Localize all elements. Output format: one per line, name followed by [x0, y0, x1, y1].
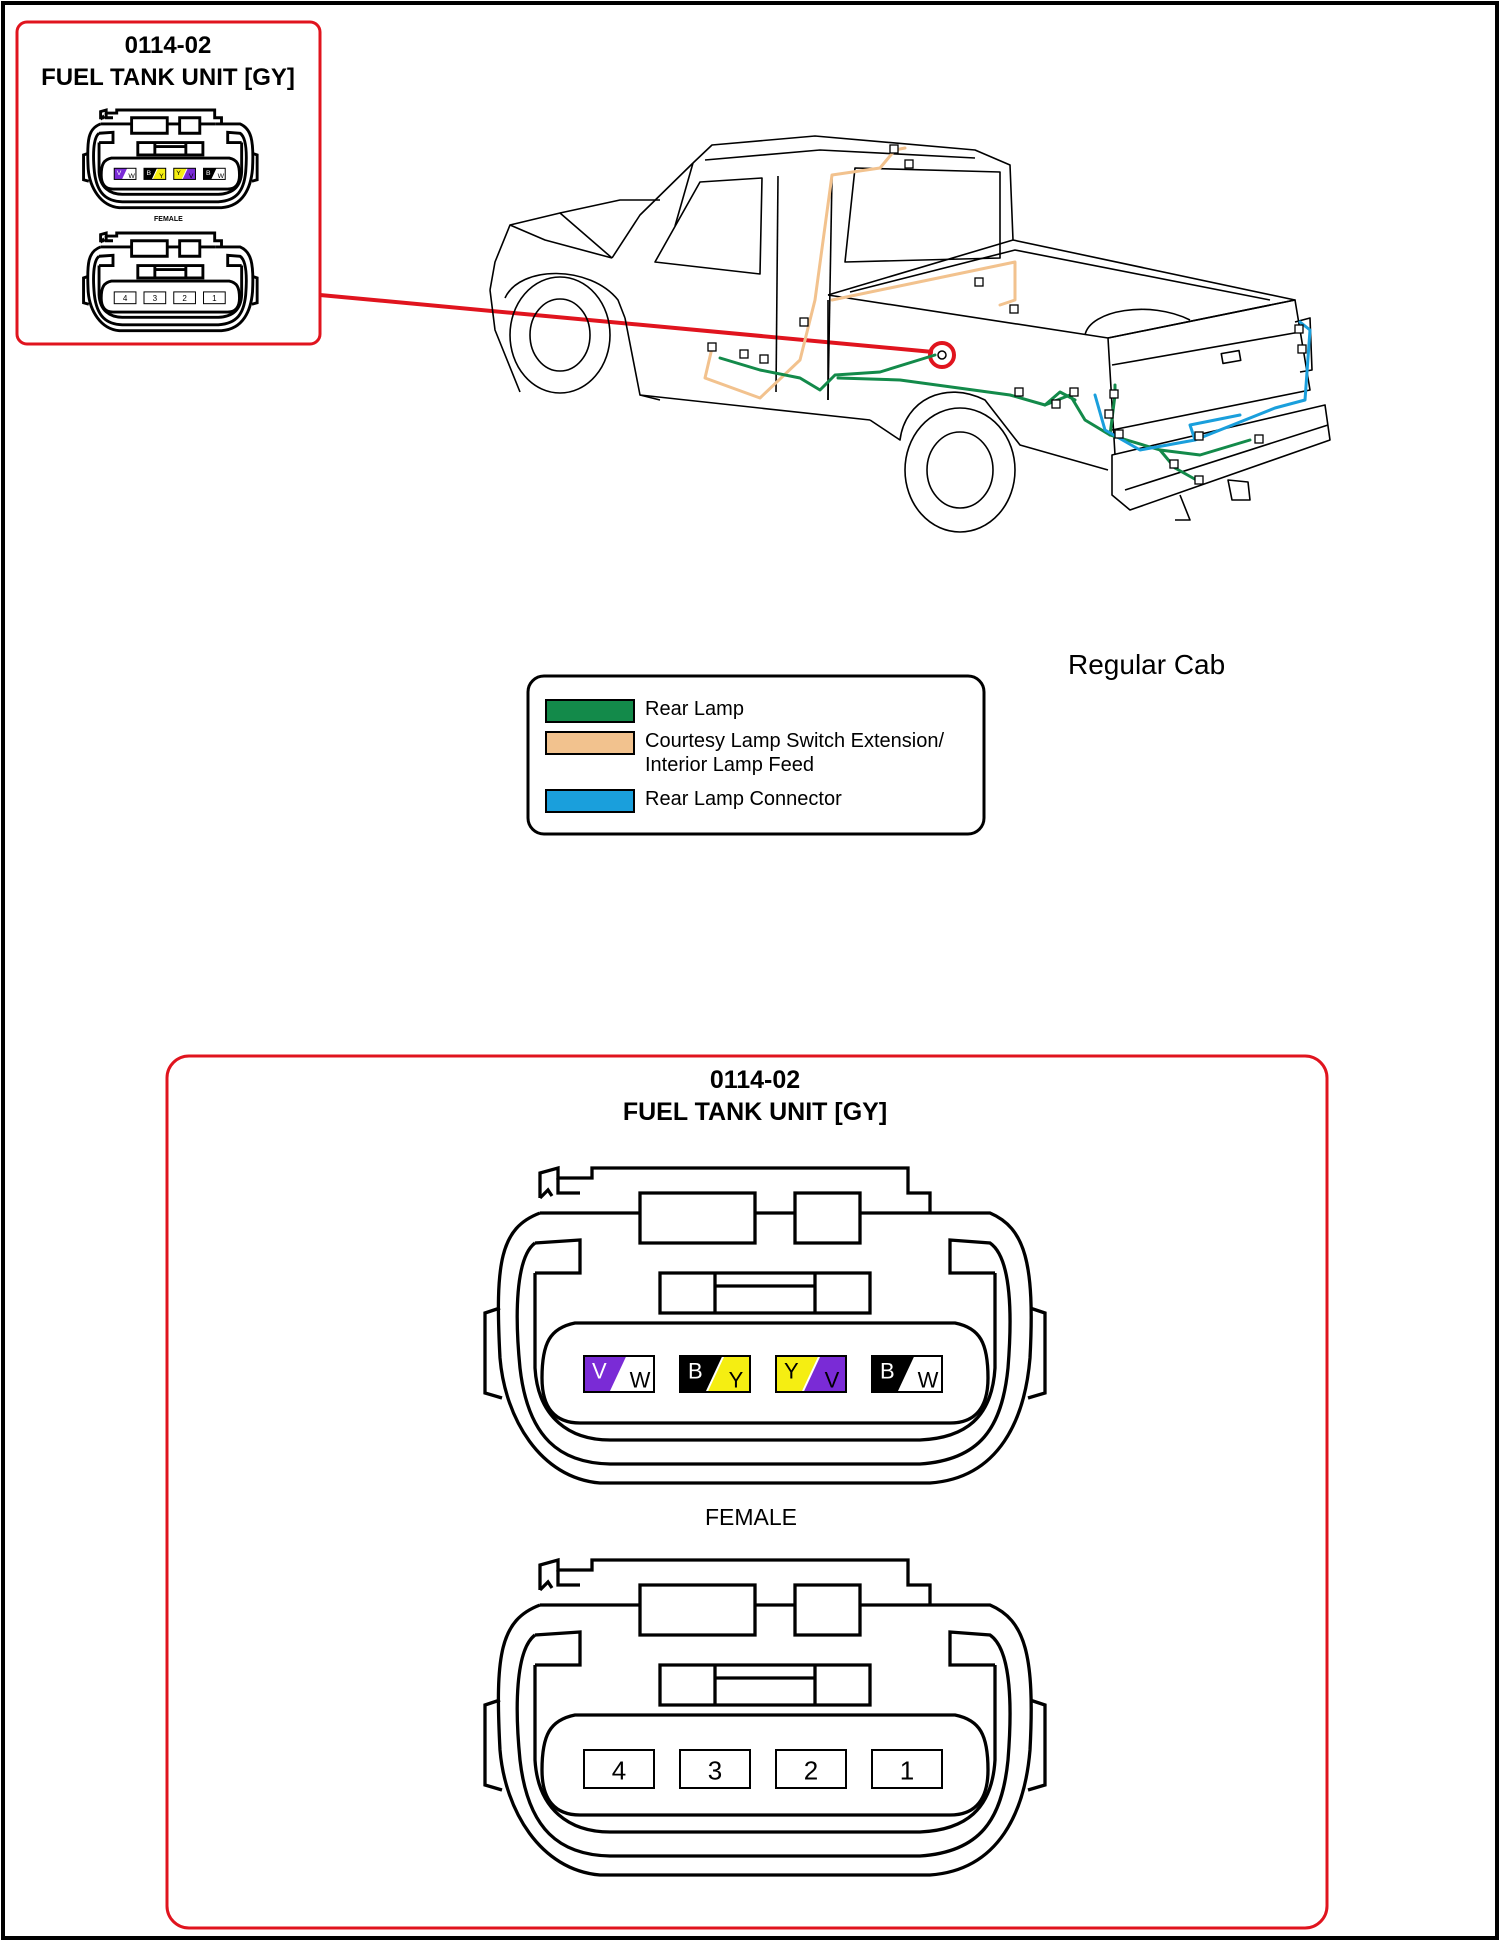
large-pin-3: 3 — [679, 1749, 751, 1789]
pin-number: 1 — [212, 294, 217, 303]
pin-number: 2 — [182, 294, 187, 303]
large-pin-2: 2 — [775, 1749, 847, 1789]
pin-left-letter: B — [206, 170, 211, 177]
legend-box — [526, 674, 986, 836]
legend-label: Rear Lamp Connector — [645, 788, 842, 810]
large-pin-1: 1 — [871, 1749, 943, 1789]
pin-number: 4 — [123, 294, 128, 303]
large-female-label: FEMALE — [705, 1504, 798, 1530]
large-pin-4: 4 — [583, 1749, 655, 1789]
pin-left-letter: B — [688, 1358, 703, 1383]
pin-left-letter: V — [117, 170, 122, 177]
small-pin-3: 3 — [143, 291, 167, 305]
pin-number: 3 — [153, 294, 158, 303]
pin-right-letter: V — [189, 173, 194, 180]
pin-left-letter: B — [147, 170, 152, 177]
pin-left-letter: Y — [784, 1358, 799, 1383]
small-connector-code: 0114-02 — [124, 32, 212, 59]
legend-label: Courtesy Lamp Switch Extension/ — [645, 730, 945, 752]
legend-swatch — [545, 789, 635, 813]
legend-label: Rear Lamp — [645, 698, 744, 720]
pin-right-letter: W — [918, 1368, 939, 1393]
small-pin-1: 1 — [203, 291, 226, 305]
pin-right-letter: V — [825, 1368, 840, 1393]
pin-right-letter: Y — [159, 173, 164, 180]
large-connector-callout-box — [165, 1054, 1329, 1930]
small-pin-2: 2 — [173, 291, 196, 305]
pin-number: 1 — [900, 1756, 914, 1786]
vehicle-caption: Regular Cab — [1068, 649, 1226, 680]
pickup-truck-illustration — [489, 135, 1331, 533]
pin-number: 4 — [612, 1756, 626, 1786]
legend-label: Interior Lamp Feed — [645, 754, 814, 776]
large-connector-code: 0114-02 — [709, 1066, 801, 1094]
legend-swatch — [545, 731, 635, 755]
pin-right-letter: Y — [729, 1368, 744, 1393]
harness-connectors — [707, 144, 1307, 485]
pin-number: 2 — [804, 1756, 818, 1786]
large-connector-name: FUEL TANK UNIT [GY] — [622, 1098, 888, 1126]
pin-left-letter: Y — [176, 170, 181, 177]
pin-right-letter: W — [128, 173, 135, 180]
small-connector-color-view — [82, 108, 259, 210]
large-connector-color-view — [483, 1165, 1047, 1485]
small-connector-number-view — [82, 231, 259, 333]
small-connector-name: FUEL TANK UNIT [GY] — [41, 64, 295, 91]
small-female-label: FEMALE — [154, 216, 183, 223]
pin-left-letter: B — [880, 1358, 895, 1383]
legend-swatch — [545, 699, 635, 723]
small-pin-4: 4 — [113, 291, 137, 305]
pin-left-letter: V — [592, 1358, 607, 1383]
small-connector-callout-box — [15, 20, 322, 346]
pin-right-letter: W — [218, 173, 225, 180]
pin-right-letter: W — [630, 1368, 651, 1393]
large-connector-number-view — [483, 1557, 1047, 1877]
pin-number: 3 — [708, 1756, 722, 1786]
